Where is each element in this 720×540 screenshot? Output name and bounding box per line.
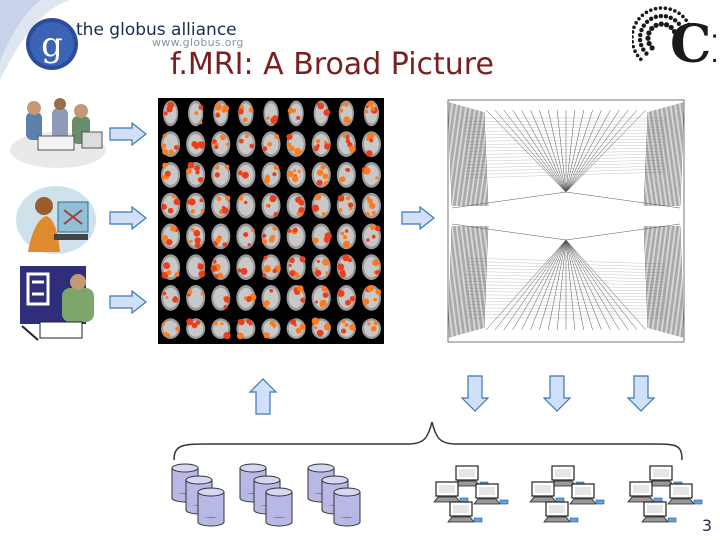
arrow-right-icon — [400, 206, 436, 230]
ci-logo: Ci — [632, 2, 716, 74]
fmri-brain-scan-grid — [158, 98, 384, 344]
arrow-down-icon — [626, 374, 656, 412]
arrow-right-icon — [108, 122, 148, 146]
curly-brace — [170, 418, 686, 462]
computer-cluster — [432, 462, 512, 526]
arrow-up-icon — [248, 378, 278, 416]
man-at-terminal-image — [18, 264, 102, 342]
slide-title: f.MRI: A Broad Picture — [170, 47, 494, 82]
computer-cluster — [626, 462, 706, 526]
globus-logo: g — [0, 0, 240, 95]
arrow-down-icon — [542, 374, 572, 412]
workflow-graph-image — [446, 98, 686, 344]
ci-letters: Ci — [670, 14, 716, 74]
storage-cylinders — [168, 458, 368, 538]
woman-at-computer-image — [14, 182, 98, 254]
computer-cluster — [528, 462, 608, 526]
page-number: 3 — [701, 516, 712, 535]
arrow-right-icon — [108, 290, 148, 314]
arrow-right-icon — [108, 206, 148, 230]
globus-url: www.globus.org — [152, 36, 244, 49]
arrow-down-icon — [460, 374, 490, 412]
people-at-computers-image — [8, 98, 108, 170]
globus-name: the globus alliance — [76, 20, 237, 40]
globus-letter: g — [41, 25, 63, 65]
